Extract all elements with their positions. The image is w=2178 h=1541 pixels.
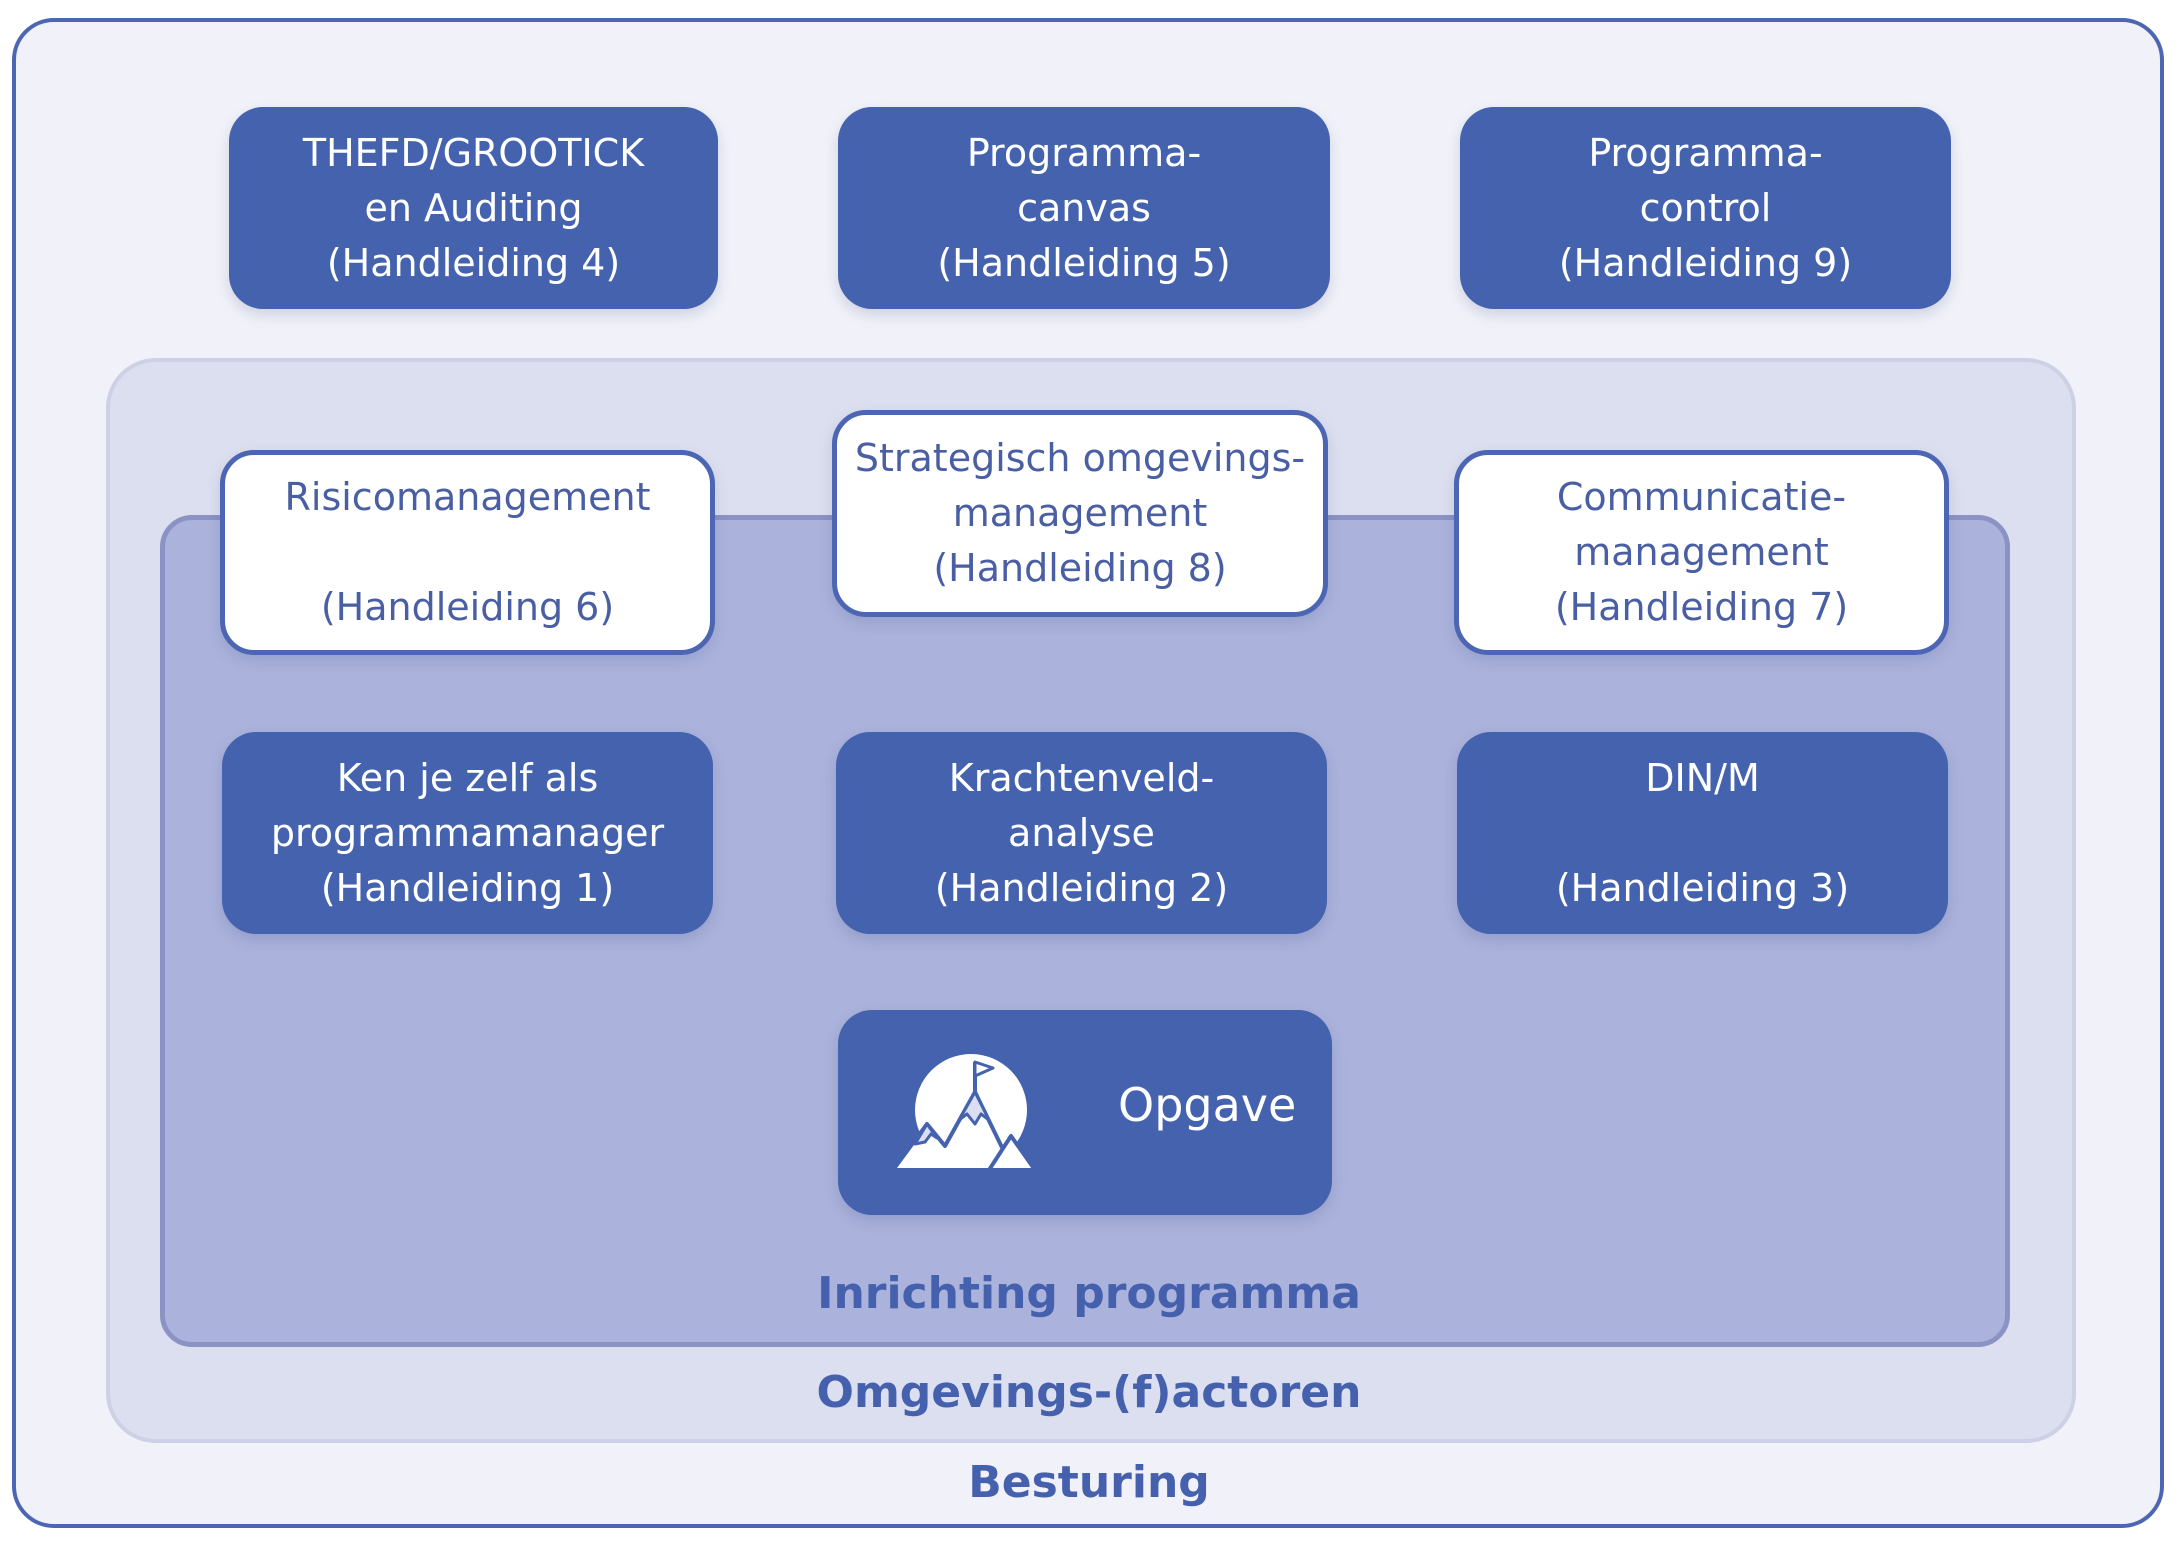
omgevingsfactoren-label: Omgevings-(f)actoren	[816, 1367, 1362, 1418]
box-line: (Handleiding 6)	[320, 585, 615, 629]
box-line: en Auditing	[364, 185, 583, 230]
box-line: Krachtenveld-	[948, 755, 1215, 800]
box-communicatiemanagement: Communicatie- management (Handleiding 7)	[1454, 450, 1949, 655]
box-line: THEFD/GROOTICK	[302, 130, 645, 175]
box-line: control	[1639, 185, 1772, 230]
box-line: (Handleiding 9)	[1558, 240, 1853, 285]
box-line: Risicomanagement	[284, 475, 651, 519]
box-line: (Handleiding 4)	[326, 240, 621, 285]
box-din-m: DIN/M (Handleiding 3)	[1457, 732, 1948, 934]
box-line: (Handleiding 5)	[937, 240, 1231, 285]
box-line: Programma-	[1588, 130, 1823, 175]
box-line: Programma-	[966, 130, 1202, 175]
box-line: Ken je zelf als	[336, 755, 599, 800]
box-programma-control: Programma- control (Handleiding 9)	[1460, 107, 1951, 309]
box-line: programmamanager	[270, 810, 665, 855]
box-line: (Handleiding 3)	[1555, 865, 1850, 910]
box-programma-canvas: Programma- canvas (Handleiding 5)	[838, 107, 1330, 309]
opgave-label: Opgave	[1118, 1078, 1297, 1132]
box-line: (Handleiding 1)	[320, 865, 615, 910]
box-line: Strategisch omgevings-	[854, 436, 1306, 480]
box-risicomanagement: Risicomanagement (Handleiding 6)	[220, 450, 715, 655]
box-line: canvas	[1017, 185, 1151, 230]
opgave-box: Opgave	[838, 1010, 1332, 1215]
box-line: analyse	[1008, 810, 1155, 855]
box-strategisch-omgevingsmanagement: Strategisch omgevings- management (Handl…	[832, 410, 1328, 617]
mountain-flag-icon	[893, 1054, 1037, 1172]
box-line: (Handleiding 8)	[933, 546, 1227, 590]
box-krachtenveld-analyse: Krachtenveld- analyse (Handleiding 2)	[836, 732, 1327, 934]
inrichting-programma-label: Inrichting programma	[817, 1268, 1361, 1319]
box-line: (Handleiding 2)	[934, 865, 1229, 910]
box-line: (Handleiding 7)	[1554, 585, 1849, 629]
besturing-label: Besturing	[968, 1457, 1210, 1508]
box-thefd-grootick: THEFD/GROOTICK en Auditing (Handleiding …	[229, 107, 718, 309]
box-ken-je-zelf: Ken je zelf als programmamanager (Handle…	[222, 732, 713, 934]
box-line: Communicatie-	[1556, 475, 1847, 519]
box-line: management	[952, 491, 1208, 535]
box-line: DIN/M	[1645, 755, 1760, 800]
box-line: management	[1574, 530, 1829, 574]
